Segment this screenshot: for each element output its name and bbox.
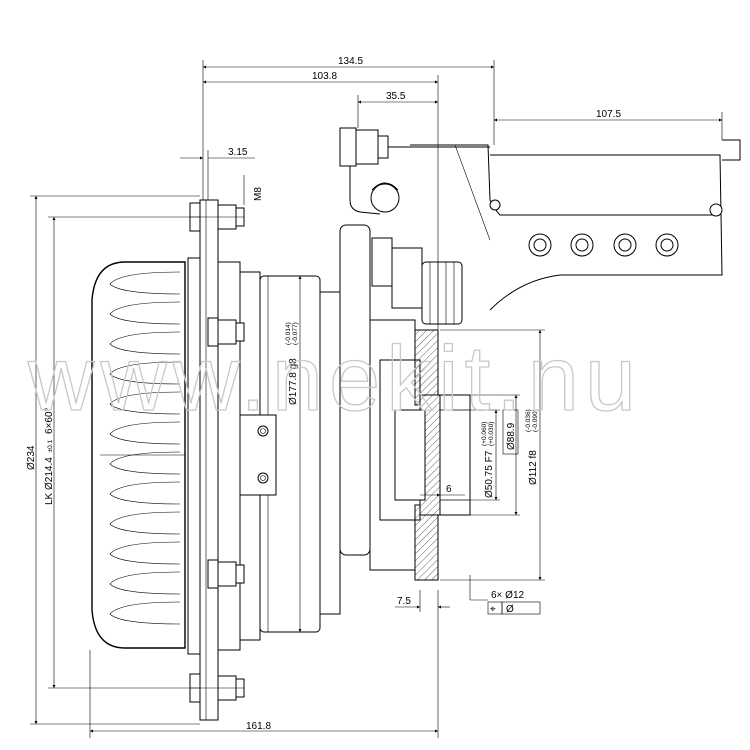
- bracket-hole: [533, 238, 547, 252]
- bracket-hole: [575, 238, 589, 252]
- fan-blade: [109, 451, 181, 475]
- fan-blade: [109, 301, 181, 325]
- dim-lines: [30, 60, 723, 738]
- dim-hub-diameter: Ø112 f8: [528, 450, 539, 485]
- fan-blade: [109, 601, 181, 625]
- hole-callout: 6× Ø12: [491, 590, 525, 601]
- dim-3-15: 3.15: [228, 147, 248, 158]
- mounting-bracket: [410, 139, 741, 311]
- dim-pulley-value: Ø177.8 g8: [288, 358, 299, 405]
- dim-103-8: 103.8: [312, 71, 337, 82]
- cable-connector: [421, 261, 463, 325]
- dim-107-5: 107.5: [596, 109, 621, 120]
- dim-pulley-tol-upper: (-0.014): [285, 322, 292, 345]
- fan-blade: [109, 361, 181, 385]
- dim-bore-diameter: Ø50.75 F7: [484, 450, 495, 498]
- bracket-hole: [570, 233, 594, 257]
- dim-35-5: 35.5: [386, 91, 406, 102]
- dim-hub-tol-upper: (-0.036): [525, 409, 532, 432]
- dim-spigot-diameter: Ø88.9: [506, 422, 517, 450]
- dim-pitch-holes: 6×60°: [44, 407, 55, 434]
- dim-hub-step: 6: [446, 484, 452, 495]
- dim-outer-diameter: Ø234: [26, 445, 37, 470]
- dim-hub-offset: 7.5: [397, 596, 411, 607]
- bracket-hole: [660, 238, 674, 252]
- dim-pulley-diameter: Ø177.8 g8: [288, 358, 299, 405]
- dim-pitch-tol: ±0.1: [47, 439, 54, 452]
- plate-bolt-lower: [207, 559, 245, 589]
- fan-blade: [109, 391, 181, 415]
- position-value: Ø: [506, 604, 514, 615]
- bracket-holes: [528, 233, 679, 257]
- dim-total-length: 161.8: [246, 721, 271, 732]
- plate-bolt-upper: [207, 317, 245, 347]
- fan-blade: [109, 571, 181, 595]
- fan-blade: [109, 541, 181, 565]
- dim-pitch-circle: LK Ø214.4 ±0.1 6×60°: [44, 407, 55, 505]
- dim-bore-tol-lower: (+0.030): [488, 422, 495, 446]
- dim-m8: M8: [253, 187, 264, 201]
- fan-blade: [109, 421, 181, 445]
- position-symbol: ⌖: [490, 604, 496, 615]
- fan-blade: [109, 331, 181, 355]
- dim-hub-tol-lower: (-0.090): [532, 409, 539, 432]
- dim-134-5: 134.5: [338, 56, 363, 67]
- bracket-hole: [528, 233, 552, 257]
- fan-wheel: [91, 261, 186, 649]
- bracket-hole: [655, 233, 679, 257]
- top-bolt-assembly: [339, 127, 490, 309]
- watermark: www.nekit.nu: [27, 328, 642, 430]
- bracket-hole: [618, 238, 632, 252]
- fan-blade: [109, 511, 181, 535]
- fan-blades: [109, 271, 181, 625]
- hub-section: [394, 329, 471, 581]
- dim-bore-tol-upper: (+0.060): [481, 422, 488, 446]
- bracket-hole: [613, 233, 637, 257]
- fan-blade: [109, 481, 181, 505]
- fan-blade: [109, 271, 181, 295]
- dim-pitch-value: LK Ø214.4: [44, 457, 55, 505]
- dim-pulley-tol-lower: (-0.077): [292, 322, 299, 345]
- dim-texts: 134.5 103.8 35.5 107.5 3.15 M8 Ø234 LK Ø…: [26, 56, 621, 732]
